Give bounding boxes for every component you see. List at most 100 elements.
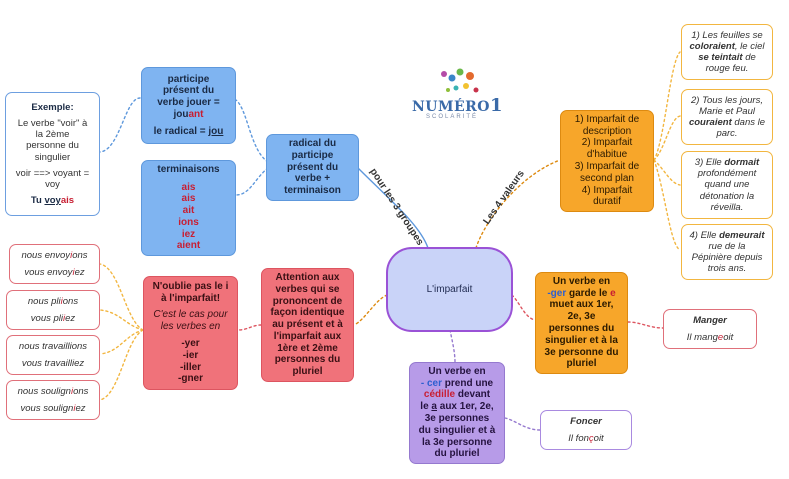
center-node[interactable]: L'imparfait: [386, 247, 513, 332]
example-line: 4) Elle demeurait: [689, 229, 765, 241]
valeur-example-4[interactable]: 4) Elle demeurait rue de la Pépinière de…: [681, 224, 773, 280]
valeurs-line: description: [582, 125, 632, 137]
ger-line: muet aux 1er,: [549, 299, 614, 311]
cer-line: la 3e personne: [421, 436, 493, 448]
ger-node[interactable]: Un verbe en -ger garde le e muet aux 1er…: [535, 272, 628, 374]
ger-line: personnes du: [548, 323, 615, 334]
link-radical-participe: [235, 99, 269, 163]
foncer-title: Foncer: [570, 416, 602, 428]
oublie-line: N'oublie pas le i: [152, 280, 229, 292]
cer-line: 3e personnes: [424, 413, 490, 424]
participe-node[interactable]: participe présent du verbe jouer = jouan…: [141, 67, 236, 144]
radical-line: verbe +: [294, 173, 331, 185]
attention-line: Attention aux: [275, 271, 340, 283]
participe-line: jouant: [173, 108, 204, 120]
foncer-example: Il fonçoit: [568, 432, 604, 444]
terminaison-item: ions: [178, 216, 199, 228]
ger-line: Un verbe en: [552, 275, 611, 287]
example-line: réveilla.: [710, 201, 744, 213]
valeurs-line: 1) Imparfait de: [574, 113, 640, 125]
example-line: parc.: [716, 128, 738, 140]
attention-line: prononcent de: [272, 295, 343, 307]
exemple-node[interactable]: Exemple: Le verbe "voir" à la 2ème perso…: [5, 92, 100, 216]
link-attention-oublie: [237, 324, 262, 331]
valeurs-node[interactable]: 1) Imparfait de description 2) Imparfait…: [560, 110, 654, 212]
terminaison-item: ais: [181, 193, 196, 205]
cer-node[interactable]: Un verbe en - cer prend une cédille deva…: [409, 362, 505, 464]
oublie-ending: -yer: [181, 338, 200, 349]
ger-line: singulier et à la: [545, 334, 618, 346]
example-line: nous envoyions: [21, 250, 88, 262]
participe-line: le radical = jou: [153, 125, 224, 137]
example-line: vous souligniez: [20, 402, 86, 414]
terminaison-item: aient: [176, 240, 201, 252]
link-oublie-ex3: [99, 329, 144, 355]
example-plier-node[interactable]: nous pliions vous pliiez: [6, 290, 100, 330]
link-oublie-ex1: [99, 263, 144, 331]
exemple-line: singulier: [34, 151, 71, 163]
exemple-line: voir ==> voyant =: [15, 167, 90, 179]
exemple-title: Exemple:: [31, 101, 74, 113]
ger-line: 3e personne du: [544, 346, 619, 358]
oublie-ending: -gner: [178, 373, 203, 385]
exemple-line: voy: [45, 178, 60, 190]
cer-line: du singulier et à: [418, 424, 496, 436]
exemple-line: Tu voyais: [30, 195, 75, 207]
cer-line: Un verbe en: [428, 365, 486, 377]
ger-line: -ger garde le e: [547, 287, 616, 299]
terminaisons-node[interactable]: terminaisons ais ais ait ions iez aient: [141, 160, 236, 256]
valeur-example-2[interactable]: 2) Tous les jours, Marie et Paul couraie…: [681, 89, 773, 145]
cer-line: - cer prend une: [420, 377, 494, 389]
foncer-node[interactable]: Foncer Il fonçoit: [540, 410, 632, 450]
example-envoyer-node[interactable]: nous envoyions vous envoyiez: [9, 244, 100, 284]
attention-line: verbes qui se: [275, 283, 340, 295]
example-line: 3) Elle dormait: [694, 156, 760, 168]
oublie-ending: -iller: [179, 361, 202, 373]
example-line: couraient dans le: [688, 117, 766, 128]
radical-line: terminaison: [284, 185, 341, 197]
example-line: Marie et Paul: [699, 105, 755, 117]
participe-line: verbe jouer =: [157, 97, 220, 109]
valeur-example-1[interactable]: 1) Les feuilles se coloraient, le ciel s…: [681, 24, 773, 80]
radical-line: radical du: [288, 138, 337, 149]
example-line: vous envoyiez: [24, 266, 85, 278]
example-line: nous travaillions: [18, 341, 88, 353]
example-line: Pépinière depuis: [691, 252, 763, 263]
radical-node[interactable]: radical du participe présent du verbe + …: [266, 134, 359, 201]
terminaisons-title: terminaisons: [157, 163, 220, 175]
link-center-cer: [449, 329, 456, 363]
example-line: rouge feu.: [705, 63, 749, 75]
participe-line: présent du: [162, 85, 215, 97]
example-line: se teintait de: [698, 52, 756, 63]
link-valeurs-ex1: [653, 51, 681, 161]
example-travailler-node[interactable]: nous travaillions vous travailliez: [6, 335, 100, 375]
attention-node[interactable]: Attention aux verbes qui se prononcent d…: [261, 268, 354, 382]
link-valeurs-ex2: [653, 115, 681, 161]
radical-line: participe: [291, 149, 334, 161]
oublie-ending: -ier: [182, 349, 199, 361]
example-souligner-node[interactable]: nous soulignions vous souligniez: [6, 380, 100, 420]
link-center-valeurs: [475, 159, 561, 249]
ger-line: 2e, 3e: [567, 311, 596, 323]
exemple-line: la 2ème: [35, 129, 70, 141]
example-line: vous travailliez: [21, 357, 85, 369]
manger-node[interactable]: Manger Il mangeoit: [663, 309, 757, 349]
oublie-node[interactable]: N'oublie pas le i à l'imparfait! C'est l…: [143, 276, 238, 390]
link-participe-exemple: [99, 97, 141, 153]
manger-title: Manger: [693, 315, 727, 327]
terminaison-item: ais: [181, 181, 196, 193]
oublie-line: C'est le cas pour: [153, 309, 228, 321]
attention-line: personnes du: [274, 354, 341, 366]
example-line: rue de la: [708, 240, 746, 252]
manger-example: Il mangeoit: [686, 331, 734, 343]
valeur-example-3[interactable]: 3) Elle dormait profondément quand une d…: [681, 151, 773, 219]
valeurs-line: d'habitue: [586, 149, 628, 161]
example-line: 2) Tous les jours,: [691, 94, 763, 106]
oublie-line: à l'imparfait!: [160, 292, 221, 304]
center-title: L'imparfait: [426, 283, 473, 295]
terminaison-item: ait: [182, 205, 195, 217]
oublie-line: les verbes en: [160, 321, 221, 333]
link-cer-foncer: [504, 417, 541, 431]
valeurs-line: 4) Imparfait: [581, 184, 633, 196]
